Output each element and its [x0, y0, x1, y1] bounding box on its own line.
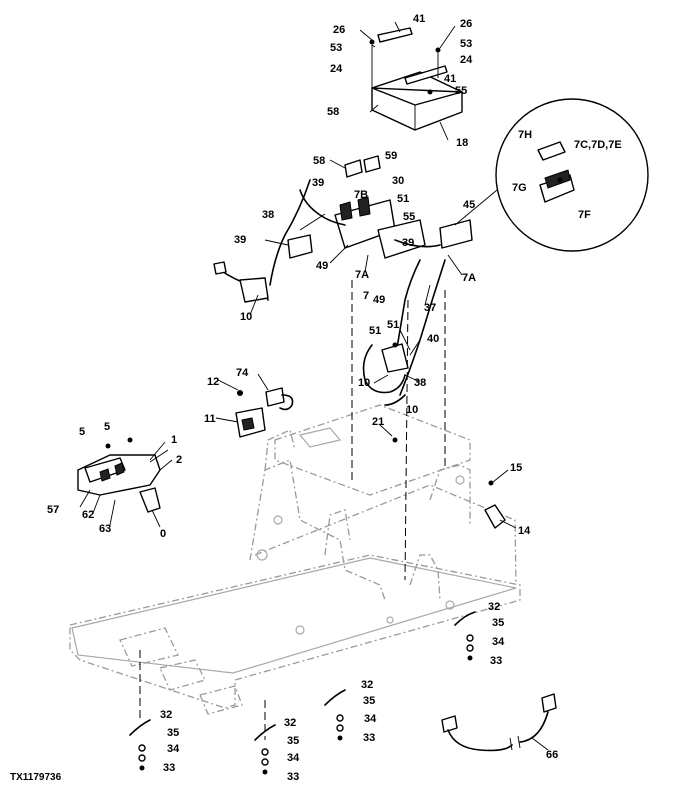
main-harness [213, 155, 473, 396]
callout-10: 10 [240, 311, 252, 323]
callout-41: 41 [413, 13, 425, 25]
callout-37: 37 [424, 302, 436, 314]
callout-51: 51 [397, 193, 409, 205]
callout-40: 40 [427, 333, 439, 345]
callout-10: 10 [358, 377, 370, 389]
callout-labels: 26 41 26 53 53 24 24 41 55 58 18 58 59 3… [47, 13, 622, 783]
control-switch-group [77, 437, 169, 513]
callout-39: 39 [234, 234, 246, 246]
cable-66 [441, 693, 557, 752]
detail-view [454, 98, 649, 252]
callout-55: 55 [455, 85, 467, 97]
callout-34: 34 [167, 743, 180, 755]
callout-7A: 7A [355, 269, 369, 281]
callout-35: 35 [287, 735, 299, 747]
callout-53: 53 [460, 38, 472, 50]
callout-30: 30 [392, 175, 404, 187]
callout-39: 39 [312, 177, 324, 189]
callout-38: 38 [262, 209, 274, 221]
callout-34: 34 [287, 752, 300, 764]
callout-32: 32 [361, 679, 373, 691]
callout-35: 35 [363, 695, 375, 707]
callout-58: 58 [327, 106, 339, 118]
callout-51: 51 [387, 319, 399, 331]
callout-34: 34 [492, 636, 505, 648]
callout-55: 55 [403, 211, 415, 223]
leader-lines [79, 21, 549, 751]
callout-1: 1 [171, 434, 177, 446]
callout-32: 32 [488, 601, 500, 613]
callout-24: 24 [460, 54, 473, 66]
callout-7B: 7B [354, 189, 368, 201]
frame-tunnel [249, 404, 517, 601]
callout-5: 5 [79, 426, 85, 438]
callout-38: 38 [414, 377, 426, 389]
bracket-parts [235, 387, 398, 443]
callout-32: 32 [284, 717, 296, 729]
callout-5: 5 [104, 421, 110, 433]
callout-35: 35 [492, 617, 504, 629]
callout-15: 15 [510, 462, 522, 474]
callout-26: 26 [460, 18, 472, 30]
callout-7C-7D-7E: 7C,7D,7E [574, 139, 622, 151]
callout-7F: 7F [578, 209, 591, 221]
callout-39: 39 [402, 237, 414, 249]
hardware-stacks [129, 611, 476, 775]
callout-41: 41 [444, 73, 456, 85]
callout-66: 66 [546, 749, 558, 761]
callout-12: 12 [207, 376, 219, 388]
callout-7A: 7A [462, 272, 476, 284]
callout-49: 49 [316, 260, 328, 272]
callout-63: 63 [99, 523, 111, 535]
callout-7G: 7G [512, 182, 527, 194]
sensor-harness [362, 342, 409, 406]
callout-53: 53 [330, 42, 342, 54]
callout-33: 33 [363, 732, 375, 744]
figure-id: TX1179736 [10, 772, 62, 783]
callout-58: 58 [313, 155, 325, 167]
callout-34: 34 [364, 713, 377, 725]
callout-24: 24 [330, 63, 343, 75]
callout-33: 33 [287, 771, 299, 783]
callout-49: 49 [373, 294, 385, 306]
callout-35: 35 [167, 727, 179, 739]
callout-57: 57 [47, 504, 59, 516]
callout-21: 21 [372, 416, 384, 428]
callout-32: 32 [160, 709, 172, 721]
callout-10: 10 [406, 404, 418, 416]
callout-2: 2 [176, 454, 182, 466]
callout-59: 59 [385, 150, 397, 162]
callout-51: 51 [369, 325, 381, 337]
callout-7H: 7H [518, 129, 532, 141]
callout-11: 11 [204, 413, 216, 425]
callout-62: 62 [82, 509, 94, 521]
callout-33: 33 [490, 655, 502, 667]
callout-45: 45 [463, 199, 475, 211]
callout-14: 14 [518, 525, 531, 537]
floor-plate [69, 554, 521, 715]
callout-0: 0 [160, 528, 166, 540]
callout-18: 18 [456, 137, 468, 149]
callout-33: 33 [163, 762, 175, 774]
clip-parts [484, 480, 506, 529]
callout-74: 74 [236, 367, 249, 379]
callout-26: 26 [333, 24, 345, 36]
callout-7: 7 [363, 290, 369, 302]
assembly-lines [139, 280, 446, 740]
